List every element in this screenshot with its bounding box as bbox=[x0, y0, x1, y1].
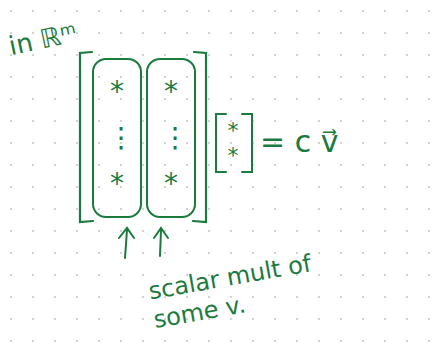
up-arrow bbox=[119, 228, 134, 258]
column-vector: * ⋮ * bbox=[92, 58, 142, 218]
handwritten-note: * * bbox=[224, 118, 242, 168]
up-arrow bbox=[154, 228, 168, 256]
handwritten-note: = c v⃗ bbox=[260, 124, 380, 160]
vector-bracket-left bbox=[216, 114, 226, 172]
vector-entries: * ⋮ * bbox=[161, 69, 181, 207]
vector-bracket-right bbox=[242, 114, 252, 172]
column-vector: * ⋮ * bbox=[146, 58, 196, 218]
vector-entries: * ⋮ * bbox=[107, 69, 127, 207]
